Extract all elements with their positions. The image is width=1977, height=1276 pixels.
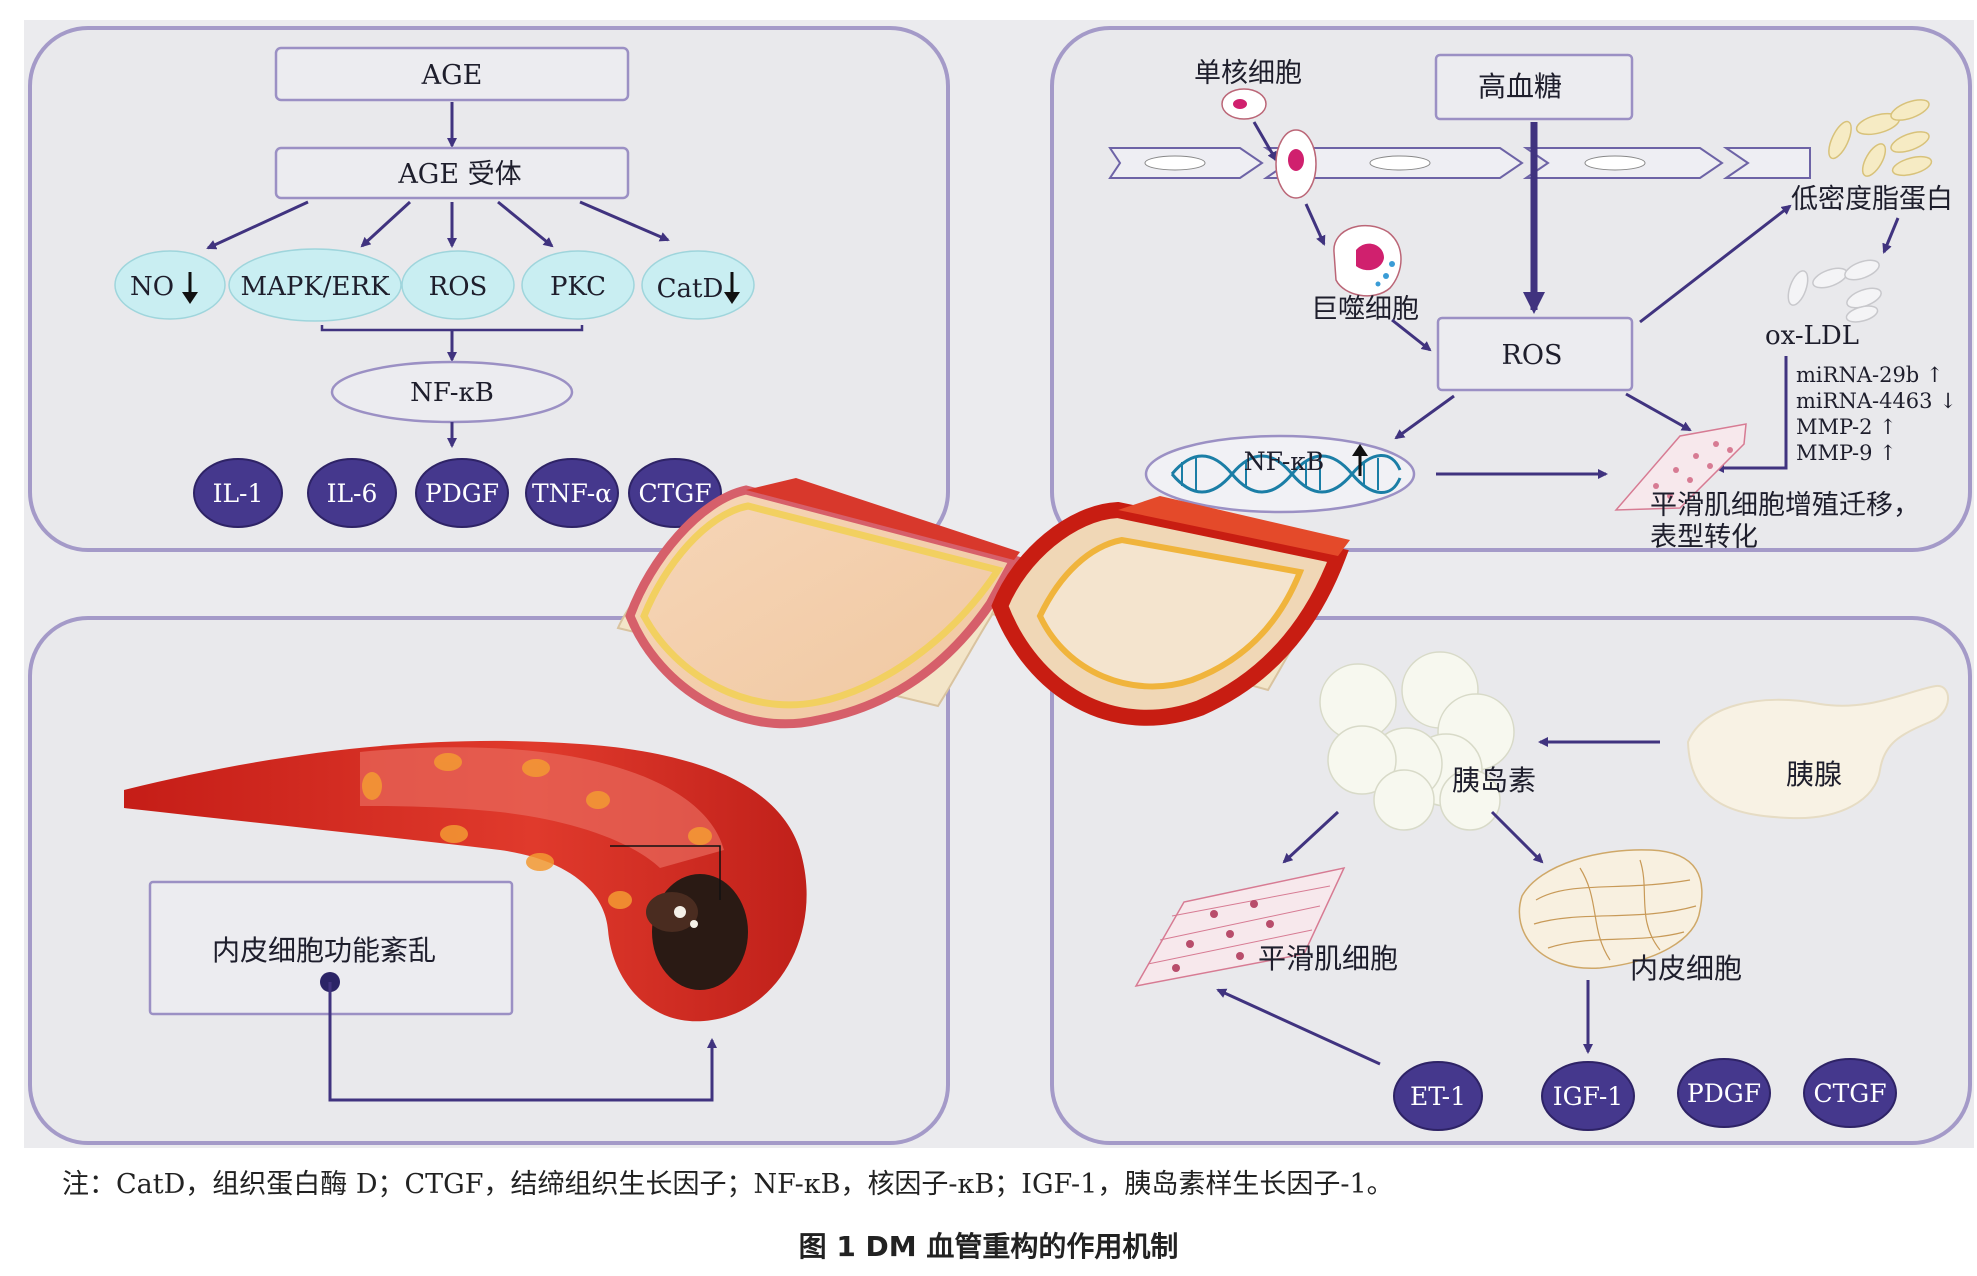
arrow-dysfunction-vessel (328, 982, 717, 1102)
cytokine-pill (415, 458, 509, 528)
mediator-pkc (521, 250, 635, 320)
smooth-muscle-label: 平滑肌细胞 (1258, 942, 1398, 975)
bl-content: 内皮细胞功能紊乱 (124, 740, 807, 1102)
oxldl-label: ox-LDL (1765, 321, 1859, 351)
mediator-label-mapk: MAPK/ERK (240, 272, 390, 302)
vessel-wall-strip (1108, 147, 1811, 179)
arrow-ros-ldl (1639, 204, 1792, 324)
factor-label-et1: ET-1 (1410, 1082, 1466, 1111)
decrease-arrow-icon (182, 272, 198, 304)
monocyte-transmigrating-icon (1275, 129, 1317, 199)
endothelial-dysfunction-label: 内皮细胞功能紊乱 (212, 934, 436, 967)
macrophage-label: 巨噬细胞 (1311, 294, 1419, 325)
nfkb-dna-label: NF-κB (1244, 447, 1325, 476)
arrow-to-pkc (497, 200, 554, 248)
tl-content: AGE AGE 受体 NO MAPK/ERK ROS PKC CatD NF-κ… (114, 46, 755, 528)
tr-content: 单核细胞 巨噬细胞 高血糖 ROS (1108, 53, 1957, 553)
pancreas-label: 胰腺 (1786, 758, 1842, 791)
mirna-4463: miRNA-4463 ↓ (1796, 389, 1957, 413)
cytokine-label-il1: IL-1 (213, 479, 264, 508)
figure-caption: 图 1 DM 血管重构的作用机制 (798, 1230, 1179, 1263)
healthy-vessel-illustration (616, 478, 1022, 729)
nfkb-label: NF-κB (410, 378, 494, 408)
cytokine-label-tnf: TNF-α (532, 479, 612, 508)
arrow-ros-smc (1625, 392, 1692, 432)
cytokine-pill (193, 458, 283, 528)
cytokine-pill (628, 458, 722, 528)
factor-label-ctgf: CTGF (1813, 1079, 1886, 1108)
cytokine-label-pdgf: PDGF (425, 479, 499, 508)
arrow-to-macrophage (1304, 203, 1326, 246)
cytokine-label-ctgf: CTGF (638, 479, 711, 508)
pancreas-icon (1686, 684, 1949, 820)
mediator-no (114, 250, 226, 320)
arrow-to-no (206, 200, 309, 250)
arrow-et1-smc (1216, 988, 1381, 1066)
insulin-granules-icon (1319, 651, 1515, 831)
factor-pill (1393, 1061, 1483, 1131)
mirna-29b: miRNA-29b ↑ (1796, 363, 1944, 387)
hyperglycemia-box (1434, 53, 1634, 121)
arrow-oxldl-smc (1714, 356, 1788, 473)
diseased-vessel-illustration (990, 496, 1350, 726)
ldl-label: 低密度脂蛋白 (1791, 184, 1953, 215)
ldl-particles-icon (1828, 99, 1933, 177)
figure-note: 注：CatD，组织蛋白酶 D；CTGF，结缔组织生长因子；NF-κB，核因子-κ… (62, 1169, 1394, 1200)
mediator-label-no: NO (130, 272, 174, 302)
cytokine-label-il6: IL-6 (327, 479, 378, 508)
mmp-2: MMP-2 ↑ (1796, 415, 1897, 439)
oxldl-particles-icon (1787, 259, 1882, 323)
cytokine-pill (307, 458, 397, 528)
factor-pills: ET-1 IGF-1 PDGF CTGF (1393, 1058, 1897, 1131)
mediator-mapk (228, 248, 402, 322)
monocyte-label: 单核细胞 (1194, 58, 1302, 89)
arrow-ldl-oxldl (1882, 217, 1900, 254)
increase-arrow-icon (1352, 444, 1368, 476)
factor-label-igf1: IGF-1 (1553, 1082, 1623, 1111)
age-box (274, 46, 630, 102)
blood-vessel-illustration (124, 740, 807, 1022)
mediator-label-pkc: PKC (550, 272, 606, 302)
cytokine-pills: IL-1 IL-6 PDGF TNF-α CTGF (193, 458, 722, 528)
macrophage-cell-icon (1333, 224, 1402, 297)
endothelial-label: 内皮细胞 (1630, 952, 1742, 985)
nfkb-dna-ellipse (1144, 434, 1416, 514)
factor-pill (1803, 1058, 1897, 1128)
age-receptor-label: AGE 受体 (397, 159, 521, 190)
smooth-muscle-cells-icon (1134, 866, 1346, 988)
arrow-insulin-endothelial (1490, 810, 1544, 864)
br-content: 胰岛素 胰腺 平滑肌细胞 内皮细胞 (1134, 651, 1949, 1131)
arrow-to-mapk (360, 200, 412, 248)
insulin-label: 胰岛素 (1452, 764, 1536, 797)
smc-result-line2: 表型转化 (1650, 522, 1758, 553)
factor-pill (1677, 1058, 1771, 1128)
arrow-monocyte-migrate (1252, 121, 1278, 162)
mmp-9: MMP-9 ↑ (1796, 441, 1897, 465)
endothelial-cells-icon (1518, 849, 1703, 969)
mediator-ros (401, 250, 515, 320)
hyperglycemia-label: 高血糖 (1478, 70, 1562, 103)
ros-label: ROS (1502, 340, 1563, 371)
decrease-arrow-icon (724, 272, 740, 304)
smc-result-line1: 平滑肌细胞增殖迁移， (1650, 490, 1920, 521)
mediator-catd (641, 250, 755, 320)
arrow-to-catd (579, 200, 670, 242)
factor-pill (1541, 1061, 1635, 1131)
ros-box (1436, 316, 1634, 392)
arrow-ros-nfkb (1394, 394, 1455, 440)
mediator-label-ros: ROS (429, 272, 488, 302)
monocyte-cell-icon (1221, 88, 1267, 120)
factor-label-pdgf: PDGF (1687, 1079, 1761, 1108)
smooth-muscle-sheet-icon (1614, 423, 1747, 511)
dna-helix-icon (1170, 454, 1402, 494)
arrow-insulin-smc (1282, 810, 1340, 864)
cytokine-pill (525, 458, 619, 528)
age-label: AGE (421, 60, 483, 91)
mediator-label-catd: CatD (657, 274, 724, 304)
age-receptor-box (274, 146, 630, 200)
arrow-macrophage-ros (1391, 318, 1432, 352)
